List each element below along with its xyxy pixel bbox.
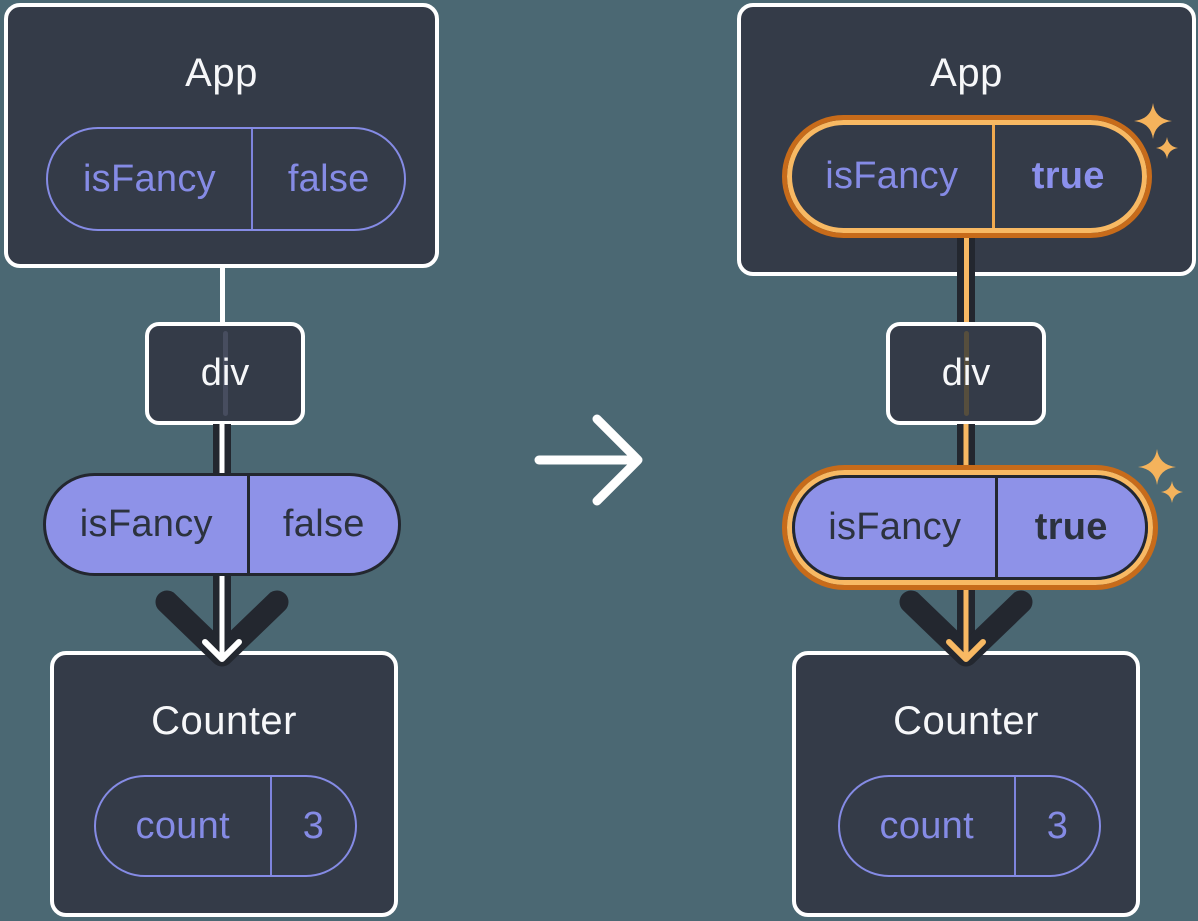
component-title: App (185, 51, 258, 95)
state-pill-isfancy-after: isFancy true (792, 125, 1142, 228)
flow-line-behind-node (963, 331, 969, 416)
div-node-after: div (886, 322, 1046, 425)
component-title: Counter (151, 699, 297, 743)
state-pill-count-before: count 3 (94, 775, 357, 877)
state-value: 3 (1046, 804, 1069, 847)
state-value: 3 (302, 804, 325, 847)
connector-line-before (219, 266, 225, 324)
state-key: count (879, 804, 974, 847)
transition-arrow-icon (534, 414, 643, 506)
state-key: isFancy (825, 155, 959, 197)
state-key: count (135, 804, 230, 847)
flow-line-behind-node (222, 331, 228, 416)
state-value: true (1031, 155, 1105, 197)
state-pill-count-after: count 3 (838, 775, 1101, 877)
pill-divider (269, 777, 273, 875)
state-value: false (287, 157, 370, 200)
flow-arrowhead-dark-after (899, 590, 1033, 667)
sparkle-icon (1161, 481, 1183, 503)
flow-line-orange-after-top (963, 230, 969, 324)
prop-key: isFancy (828, 506, 962, 548)
prop-value: true (1034, 506, 1108, 548)
prop-pill-isfancy-before: isFancy false (43, 473, 401, 576)
state-pill-isfancy-before: isFancy false (46, 127, 406, 231)
pill-divider (246, 476, 250, 573)
state-key: isFancy (82, 157, 216, 200)
component-title: App (930, 51, 1003, 95)
pill-divider (1013, 777, 1017, 875)
node-label: div (941, 352, 991, 394)
prop-key: isFancy (79, 503, 213, 545)
counter-component-card-before: Counter count 3 (50, 651, 398, 917)
flow-arrowhead-dark-before (155, 590, 289, 667)
pill-divider (994, 478, 998, 577)
counter-component-card-after: Counter count 3 (792, 651, 1140, 917)
prop-value: false (282, 503, 365, 545)
state-pill-isfancy-after-highlight-ring: isFancy true (782, 115, 1152, 238)
div-node-before: div (145, 322, 305, 425)
app-component-card-before: App isFancy false (4, 3, 439, 268)
pill-divider (991, 125, 995, 228)
pill-divider (250, 129, 254, 229)
sparkle-icon (1138, 449, 1176, 485)
component-title: Counter (893, 699, 1039, 743)
prop-pill-isfancy-after: isFancy true (792, 475, 1148, 580)
prop-pill-isfancy-after-highlight-ring: isFancy true (782, 465, 1158, 590)
node-label: div (200, 352, 250, 394)
